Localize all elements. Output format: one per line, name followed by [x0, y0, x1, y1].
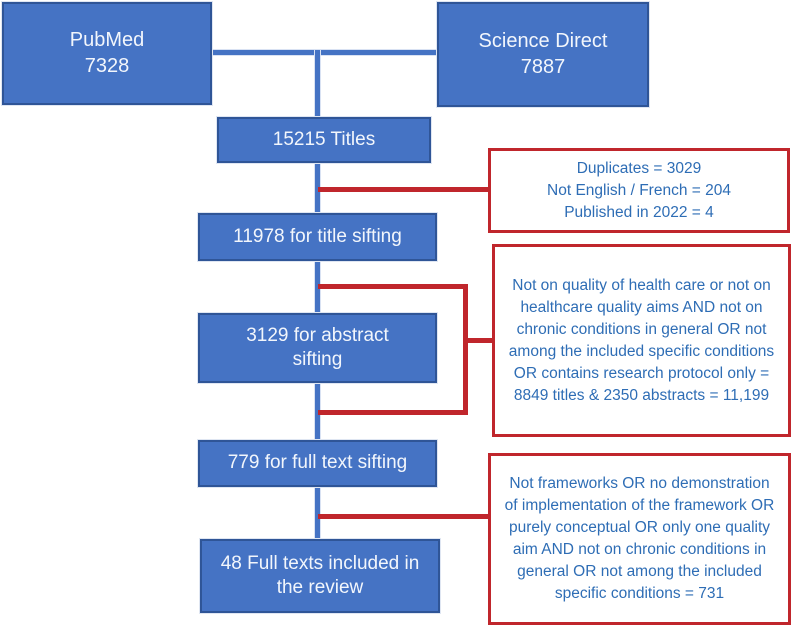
exclusion-box-duplicates: Duplicates = 3029 Not English / French =…: [488, 148, 790, 233]
connector-exclusion-1: [318, 187, 488, 192]
stage-box-abstract-sifting: 3129 for abstract sifting: [198, 313, 437, 383]
source-name: PubMed: [69, 28, 145, 51]
connector-abstract-to-fulltext: [315, 381, 320, 442]
source-box-science-direct: Science Direct 7887: [437, 2, 649, 107]
source-count: 7328: [84, 54, 130, 77]
connector-fulltext-to-included: [315, 485, 320, 541]
exclusion-text: Duplicates = 3029 Not English / French =…: [547, 159, 731, 221]
stage-box-included: 48 Full texts included in the review: [200, 539, 440, 613]
exclusion-text: Not on quality of health care or not on …: [508, 276, 775, 404]
connector-exclusion-2-stub: [468, 338, 492, 343]
stage-label: 3129 for abstract sifting: [246, 324, 389, 370]
source-count: 7887: [520, 55, 566, 78]
stage-box-title-sifting: 11978 for title sifting: [198, 213, 437, 261]
connector-exclusion-2-top: [318, 284, 468, 289]
exclusion-text: Not frameworks OR no demonstration of im…: [504, 475, 775, 602]
exclusion-box-abstract-reasons: Not on quality of health care or not on …: [492, 244, 791, 437]
connector-exclusion-2-vertical: [463, 284, 468, 415]
connector-titlesifting-to-abstract: [315, 259, 320, 315]
connector-exclusion-2-bottom: [318, 410, 468, 415]
stage-label: 48 Full texts included in the review: [220, 552, 420, 598]
stage-box-full-text-sifting: 779 for full text sifting: [198, 440, 437, 487]
stage-label: 11978 for title sifting: [233, 225, 402, 247]
connector-sources-horizontal: [212, 50, 437, 55]
exclusion-box-fulltext-reasons: Not frameworks OR no demonstration of im…: [488, 453, 791, 625]
connector-exclusion-3: [318, 514, 488, 519]
source-box-pubmed: PubMed 7328: [2, 2, 212, 105]
stage-label: 779 for full text sifting: [227, 452, 408, 474]
connector-sources-drop: [315, 50, 320, 118]
source-name: Science Direct: [478, 29, 608, 52]
stage-box-titles: 15215 Titles: [217, 117, 431, 163]
connector-titles-to-titlesifting: [315, 161, 320, 215]
stage-label: 15215 Titles: [272, 128, 376, 150]
